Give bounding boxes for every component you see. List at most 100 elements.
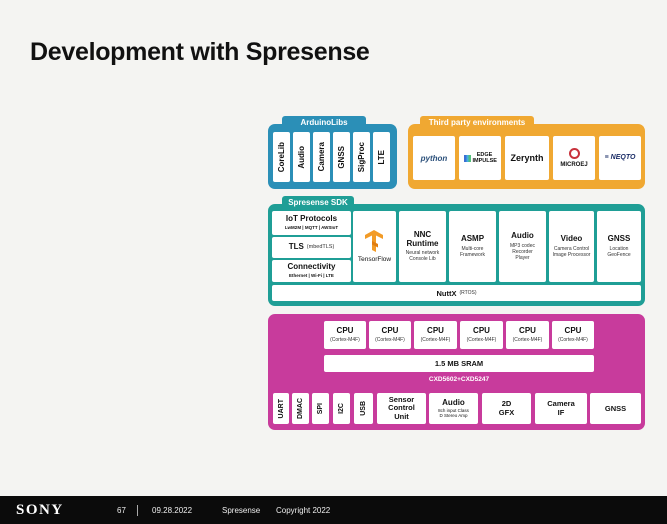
- chip-label: CXD5602+CXD5247: [428, 376, 490, 383]
- hw-sensor-control-unit: Sensor Control Unit: [377, 393, 426, 424]
- connectivity-box: Connectivity Ethernet | Wi-Fi | LTE: [272, 260, 351, 282]
- lib-gnss: GNSS: [333, 132, 350, 182]
- python-logo-text: python: [420, 153, 448, 163]
- hw-spi-label: SPI: [317, 402, 324, 415]
- hw-gfx-label: 2D GFX: [498, 399, 515, 417]
- footer-date: 09.28.2022: [152, 506, 193, 515]
- hw-i2c-label: I2C: [338, 403, 345, 414]
- cpu-3: CPU(Cortex-M4F): [414, 321, 457, 349]
- sdk-module-audio-title: Audio: [511, 231, 534, 241]
- tensorflow-label: TensorFlow: [357, 256, 392, 264]
- footer-copyright: Copyright 2022: [276, 506, 331, 515]
- hw-spi: SPI: [312, 393, 329, 424]
- sdk-module-audio-sub: MP3 codec Recorder Player: [509, 242, 535, 261]
- footer-page-number: 67: [117, 506, 126, 515]
- connectivity-title: Connectivity: [287, 262, 336, 272]
- hw-sensor-label: Sensor Control Unit: [388, 395, 415, 421]
- tensorflow-icon: [365, 230, 384, 253]
- cpu-4-sub: (Cortex-M4F): [466, 336, 497, 343]
- zerynth-logo: Zerynth: [505, 136, 549, 180]
- nuttx-sub: (RTOS): [459, 290, 477, 296]
- sdk-module-asmp-sub: Multi-core Framework: [459, 245, 485, 258]
- cpu-6-sub: (Cortex-M4F): [558, 336, 588, 343]
- cpu-2: CPU(Cortex-M4F): [369, 321, 411, 349]
- slide-title: Development with Spresense: [30, 38, 370, 66]
- lib-sigproc-label: SigProc: [357, 141, 366, 173]
- iot-protocols-sub: LwM2M | MQTT | AWSIoT: [284, 224, 339, 230]
- lib-sigproc: SigProc: [353, 132, 370, 182]
- hw-i2c: I2C: [333, 393, 350, 424]
- hw-uart: UART: [273, 393, 289, 424]
- footer-separator: [137, 505, 138, 516]
- hw-gnss: GNSS: [590, 393, 641, 424]
- hw-2d-gfx: 2D GFX: [482, 393, 531, 424]
- sdk-label: Spresense SDK: [282, 196, 354, 208]
- edge-impulse-logo: EDGE IMPULSE: [459, 136, 501, 180]
- nuttx-bar: NuttX (RTOS): [272, 285, 641, 301]
- sram-label: 1.5 MB SRAM: [434, 359, 484, 368]
- edge-impulse-logo-text: EDGE IMPULSE: [472, 151, 497, 164]
- nuttx-name: NuttX: [436, 288, 457, 298]
- lib-gnss-label: GNSS: [337, 145, 346, 169]
- hw-audio-sub: 8ch input Class D Stereo Amp: [438, 408, 469, 419]
- arduinolibs-label: ArduinoLibs: [282, 116, 366, 128]
- microej-logo: MICROEJ: [553, 136, 595, 180]
- footer-product: Spresense: [222, 506, 261, 515]
- python-logo: python: [413, 136, 455, 180]
- cpu-3-name: CPU: [427, 326, 444, 336]
- tls-sub: (mbedTLS): [306, 243, 335, 250]
- hw-gnss-label: GNSS: [604, 404, 627, 413]
- tensorflow-box: TensorFlow: [353, 211, 396, 282]
- neqto-logo: ≡ NEQTO: [599, 136, 641, 180]
- iot-protocols-box: IoT Protocols LwM2M | MQTT | AWSIoT: [272, 211, 351, 235]
- cpu-1-name: CPU: [336, 326, 354, 336]
- cpu-5-sub: (Cortex-M4F): [512, 336, 543, 343]
- microej-logo-text: MICROEJ: [560, 161, 588, 168]
- third-party-label: Third party environments: [420, 116, 534, 128]
- cpu-4: CPU(Cortex-M4F): [460, 321, 503, 349]
- sdk-module-gnss-title: GNSS: [607, 234, 631, 244]
- tls-box: TLS (mbedTLS): [272, 237, 351, 258]
- hw-camera-label: Camera IF: [547, 399, 575, 417]
- cpu-6: CPU(Cortex-M4F): [552, 321, 594, 349]
- microej-icon: [568, 147, 580, 159]
- lib-camera-label: Camera: [317, 142, 326, 172]
- tls-title: TLS: [288, 242, 304, 252]
- sram-bar: 1.5 MB SRAM: [324, 355, 594, 372]
- sdk-module-video-title: Video: [560, 234, 583, 244]
- cpu-5-name: CPU: [519, 326, 536, 336]
- sdk-module-nnc-title: NNC Runtime: [406, 230, 439, 248]
- cpu-6-name: CPU: [564, 326, 582, 336]
- sdk-module-gnss-sub: Location GeoFence: [607, 245, 631, 258]
- neqto-icon: ≡: [604, 154, 609, 162]
- hw-camera-if: Camera IF: [535, 393, 587, 424]
- lib-corelib-label: CoreLib: [277, 141, 286, 173]
- iot-protocols-title: IoT Protocols: [285, 214, 338, 224]
- sony-logo: SONY: [16, 502, 64, 518]
- cpu-3-sub: (Cortex-M4F): [420, 336, 451, 343]
- sdk-module-video-sub: Camera Control Image Processor: [552, 245, 591, 258]
- edge-impulse-icon: [463, 154, 471, 162]
- cpu-2-sub: (Cortex-M4F): [375, 336, 405, 343]
- hw-dmac: DMAC: [292, 393, 309, 424]
- sdk-module-asmp-title: ASMP: [460, 234, 485, 244]
- hw-dmac-label: DMAC: [297, 398, 304, 419]
- cpu-1-sub: (Cortex-M4F): [330, 336, 360, 343]
- sdk-module-nnc-sub: Neural network Console Lib: [405, 249, 440, 262]
- lib-audio-label: Audio: [297, 145, 306, 169]
- lib-lte: LTE: [373, 132, 390, 182]
- hw-usb: USB: [354, 393, 373, 424]
- lib-audio: Audio: [293, 132, 310, 182]
- cpu-5: CPU(Cortex-M4F): [506, 321, 549, 349]
- lib-lte-label: LTE: [377, 149, 386, 165]
- footer-bar: SONY 67 09.28.2022 Spresense Copyright 2…: [0, 496, 667, 524]
- cpu-4-name: CPU: [473, 326, 490, 336]
- lib-camera: Camera: [313, 132, 330, 182]
- hw-uart-label: UART: [277, 398, 285, 419]
